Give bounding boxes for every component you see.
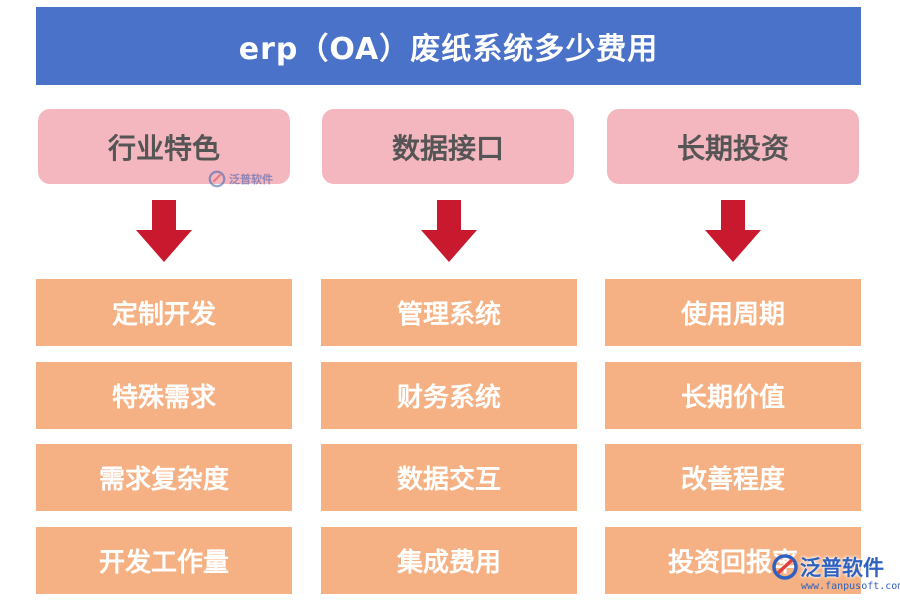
factor-item: 财务系统 [321, 362, 577, 429]
watermark-small: 泛普软件 [208, 170, 273, 188]
factor-item: 集成费用 [321, 527, 577, 594]
factor-item: 特殊需求 [36, 362, 292, 429]
factor-item: 定制开发 [36, 279, 292, 346]
factor-item: 数据交互 [321, 444, 577, 511]
factor-item: 需求复杂度 [36, 444, 292, 511]
watermark-url: www.fanpusoft.com [801, 581, 900, 592]
page-title: erp（OA）废纸系统多少费用 [36, 7, 861, 85]
down-arrow-icon [421, 200, 477, 262]
watermark-small-brand: 泛普软件 [229, 173, 273, 186]
brand-logo-icon [772, 554, 798, 580]
category-header-data-interface: 数据接口 [322, 109, 574, 184]
category-header-long-term-investment: 长期投资 [607, 109, 859, 184]
factor-item: 管理系统 [321, 279, 577, 346]
factor-item: 长期价值 [605, 362, 861, 429]
factor-item: 开发工作量 [36, 527, 292, 594]
brand-logo-icon [208, 170, 226, 188]
factor-item: 改善程度 [605, 444, 861, 511]
category-header-industry: 行业特色 [38, 109, 290, 184]
watermark-brand: 泛普软件 www.fanpusoft.com [770, 548, 900, 598]
down-arrow-icon [705, 200, 761, 262]
down-arrow-icon [136, 200, 192, 262]
watermark-brand-name: 泛普软件 [800, 556, 884, 580]
factor-item: 使用周期 [605, 279, 861, 346]
